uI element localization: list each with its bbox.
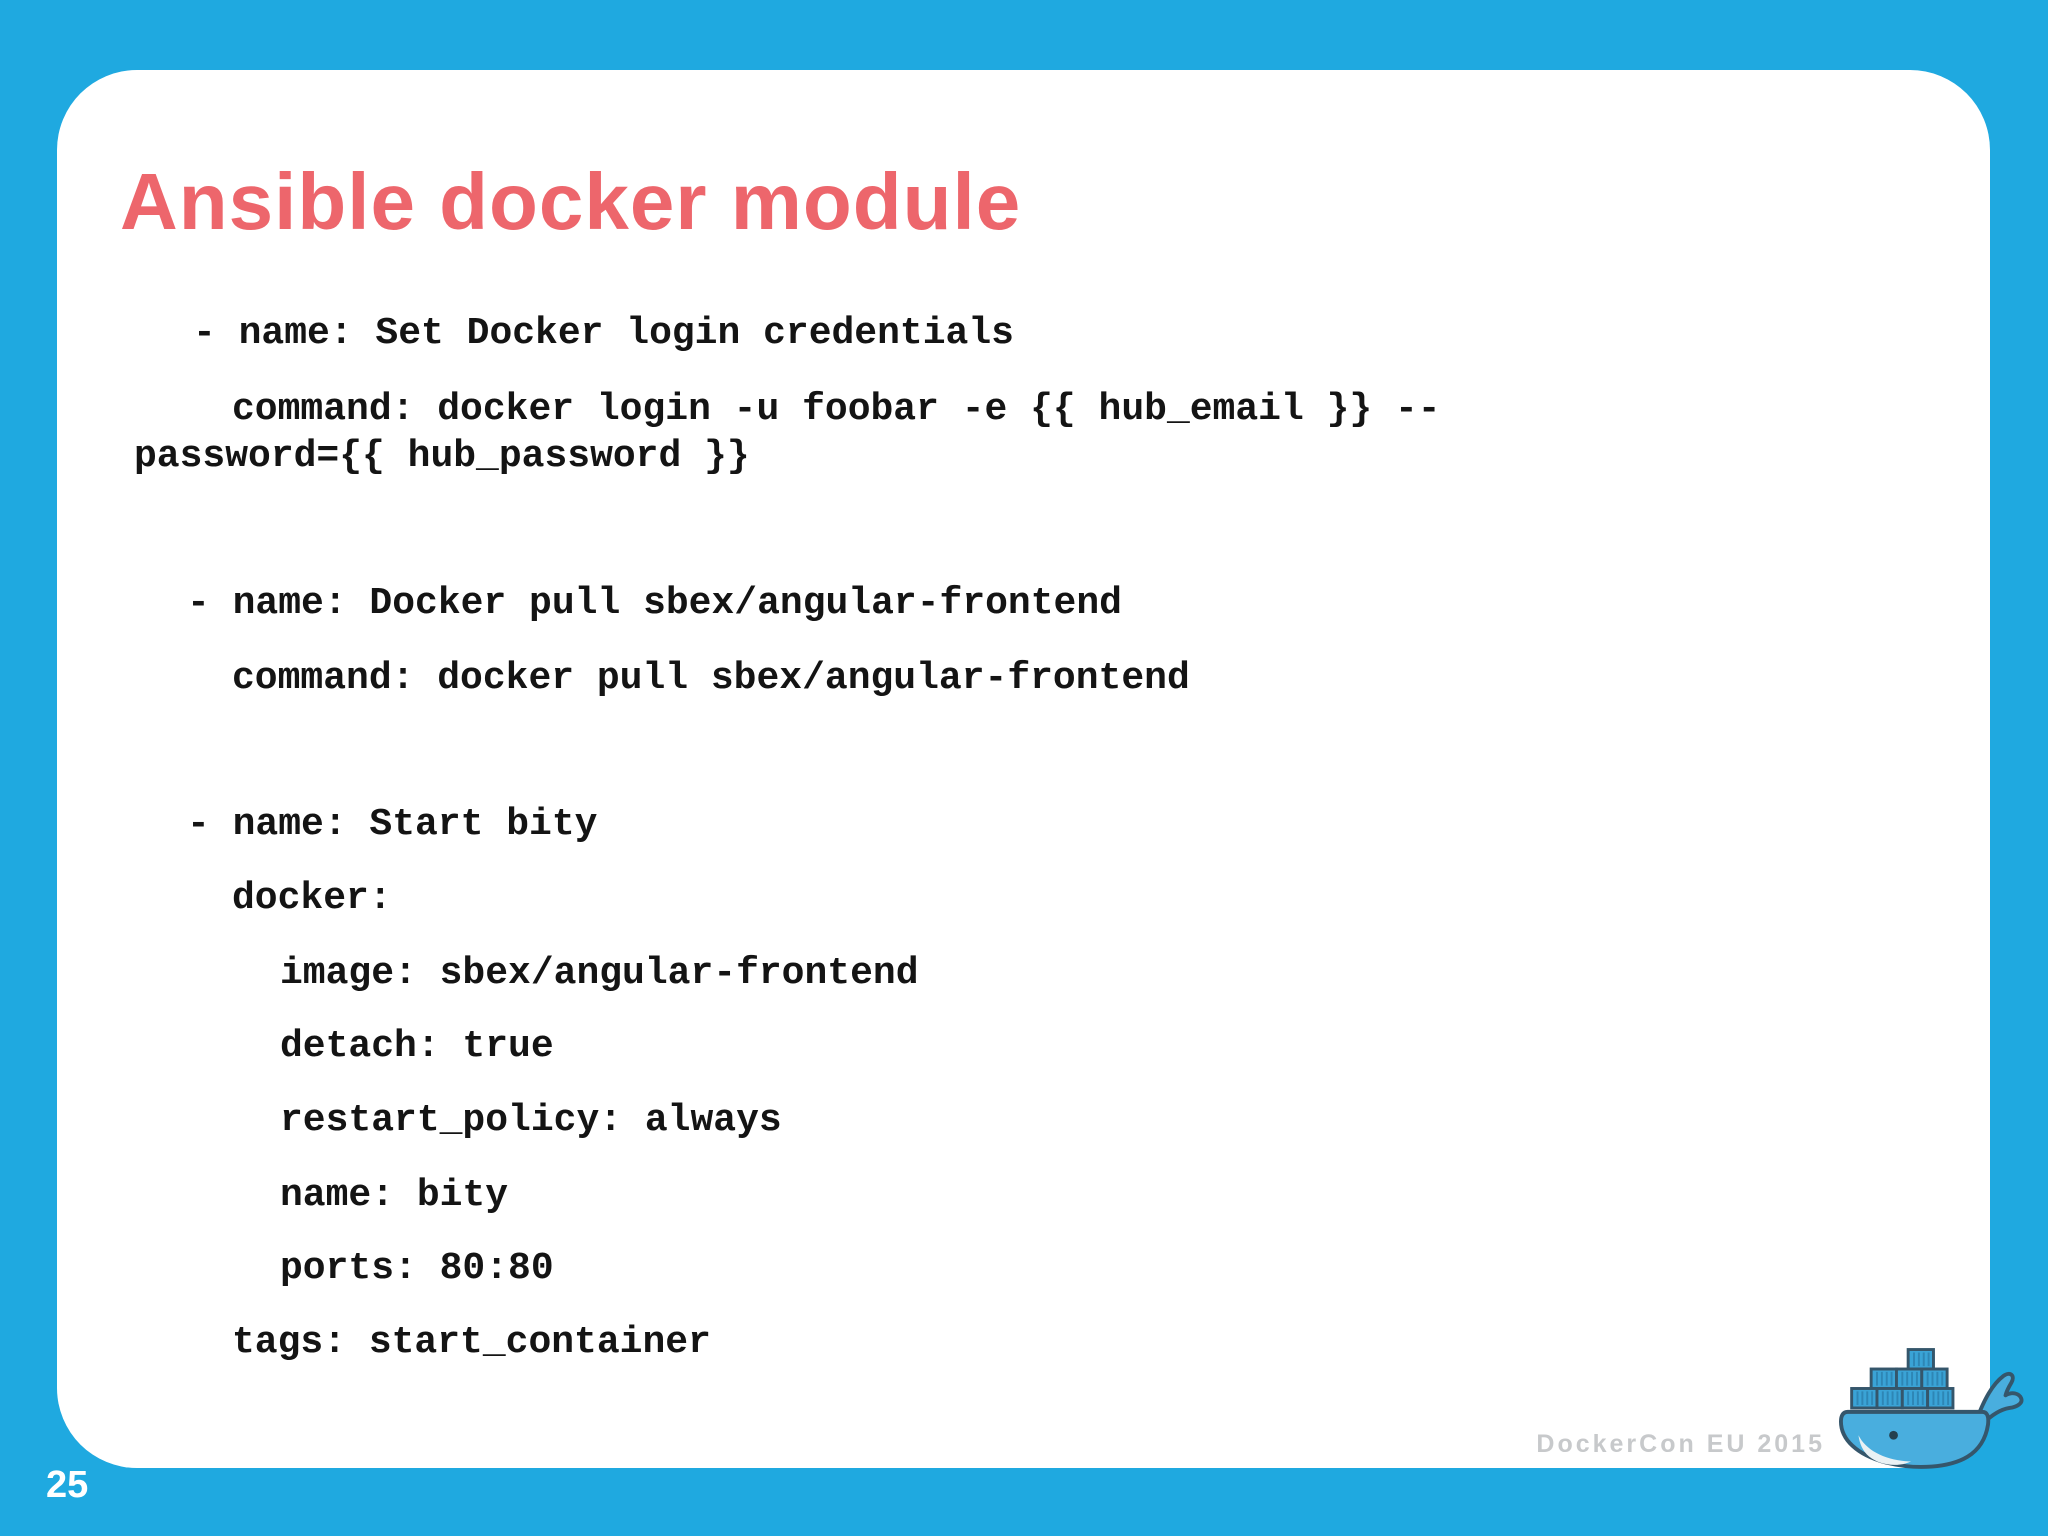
whale-eye — [1889, 1430, 1898, 1440]
code-line: tags: start_container — [232, 1321, 711, 1364]
code-line: image: sbex/angular-frontend — [280, 952, 919, 995]
code-line: - name: Set Docker login credentials — [193, 312, 1014, 355]
code-line: password={{ hub_password }} — [134, 435, 750, 478]
whale-body — [1838, 1409, 1991, 1469]
whale-tail — [1975, 1371, 2024, 1426]
whale-belly — [1858, 1435, 1912, 1465]
code-line: restart_policy: always — [280, 1099, 782, 1142]
page-number: 25 — [46, 1464, 89, 1506]
code-line: name: bity — [280, 1174, 509, 1217]
code-line: - name: Docker pull sbex/angular-fronten… — [187, 582, 1122, 625]
slide-card: Ansible docker module - name: Set Docker… — [57, 70, 1990, 1468]
code-line: ports: 80:80 — [280, 1247, 554, 1290]
docker-whale-icon — [1838, 1348, 2024, 1469]
code-line: detach: true — [280, 1025, 554, 1068]
code-line: - name: Start bity — [187, 803, 598, 846]
dockercon-watermark: DockerCon EU 2015 — [1536, 1430, 1825, 1458]
code-line: command: docker pull sbex/angular-fronte… — [232, 657, 1190, 700]
code-line: docker: — [232, 877, 392, 920]
slide-title: Ansible docker module — [120, 156, 1022, 246]
code-line: command: docker login -u foobar -e {{ hu… — [232, 388, 1441, 431]
